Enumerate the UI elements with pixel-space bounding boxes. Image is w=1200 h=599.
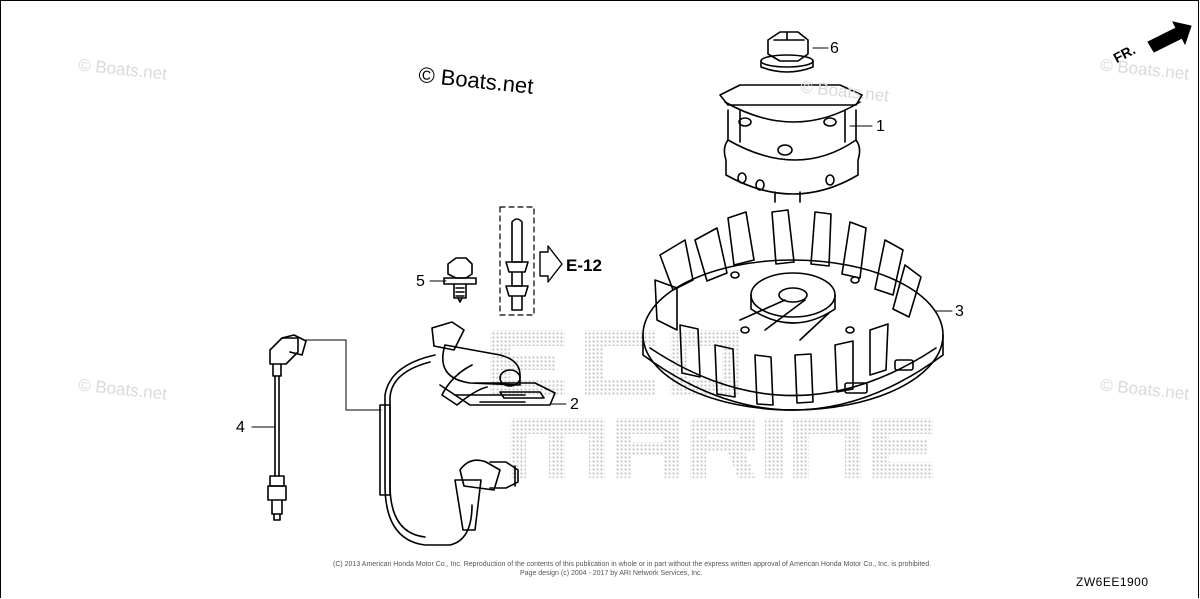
- page-design-footer-line: Page design (c) 2004 - 2017 by ARI Netwo…: [520, 570, 703, 577]
- stop-wire-part-4: [267, 334, 307, 521]
- callout-4: 4: [236, 419, 245, 436]
- reference-label-e12[interactable]: E-12: [566, 256, 602, 275]
- stud-bolt-assembly: [499, 206, 535, 316]
- callout-5: 5: [416, 273, 425, 290]
- fan-cup-part-1: [719, 84, 863, 203]
- copyright-footer-line: (C) 2013 American Honda Motor Co., Inc. …: [333, 561, 932, 568]
- connection-line: [305, 339, 382, 411]
- flange-nut-part-6: [760, 31, 814, 73]
- bolt-part-5: [443, 257, 477, 303]
- callout-3: 3: [955, 303, 964, 320]
- ignition-coil-part-2: [379, 321, 556, 546]
- callout-2: 2: [570, 396, 579, 413]
- diagram-code: ZW6EE1900: [1076, 575, 1149, 589]
- reference-arrow-icon: [539, 245, 563, 283]
- callout-6: 6: [830, 40, 839, 57]
- callout-1: 1: [876, 118, 885, 135]
- front-direction-arrow-icon: [1147, 21, 1192, 53]
- flywheel-part-3: [642, 209, 944, 411]
